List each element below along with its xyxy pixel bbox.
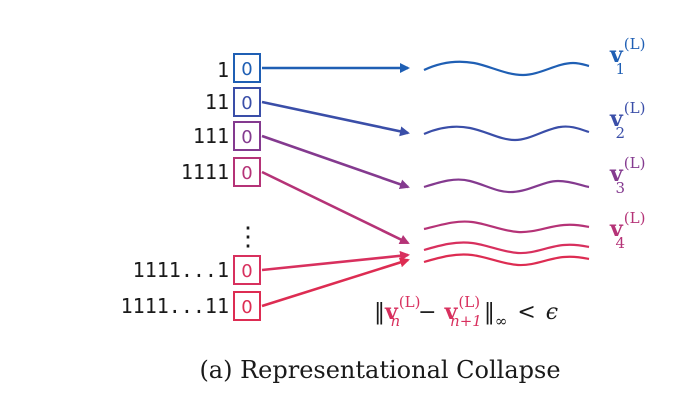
mapping-arrows xyxy=(261,63,410,308)
arrow xyxy=(261,170,410,245)
sequence-label: 1111 xyxy=(181,160,229,184)
vector-labels: v(L)1 v(L)2 v(L)3 v(L)4 xyxy=(609,35,645,252)
sequence-label: 111 xyxy=(193,124,229,148)
sequence-label: 1111...1 xyxy=(133,258,229,282)
arrow xyxy=(261,100,410,137)
token-cell-value: 0 xyxy=(241,127,252,148)
token-cell-value: 0 xyxy=(241,93,252,114)
token-cell-box xyxy=(233,157,261,187)
wave xyxy=(423,241,590,255)
token-cell-value: 0 xyxy=(241,59,252,80)
token-cell-value: 0 xyxy=(241,261,252,282)
token-cell-value: 0 xyxy=(241,163,252,184)
arrow xyxy=(261,134,410,190)
token-cell-value: 0 xyxy=(241,297,252,318)
token-cells: 0 0 0 0 0 0 xyxy=(233,53,261,321)
vector-label-3: v(L)3 xyxy=(609,154,645,197)
vector-label-1: v(L)1 xyxy=(609,35,645,78)
wave xyxy=(423,125,590,142)
wave xyxy=(423,60,590,77)
token-cell-box xyxy=(233,255,261,285)
ellipsis: ⋮ xyxy=(235,222,261,252)
token-cell-box xyxy=(233,121,261,151)
token-cell-box xyxy=(233,291,261,321)
representation-waves xyxy=(423,60,590,267)
token-cell-box xyxy=(233,87,261,117)
wave xyxy=(423,220,590,234)
token-cell-box xyxy=(233,53,261,83)
input-sequences: 1 11 111 1111 1111...1 1111...11 ⋮ xyxy=(121,58,261,318)
sequence-label: 11 xyxy=(205,90,229,114)
wave xyxy=(423,178,590,194)
sequence-label: 1111...11 xyxy=(121,294,229,318)
wave xyxy=(423,253,590,267)
sequence-label: 1 xyxy=(217,58,229,82)
vector-label-2: v(L)2 xyxy=(609,99,645,142)
vector-label-4: v(L)4 xyxy=(609,209,645,252)
arrow xyxy=(261,250,410,272)
figure-caption: (a) Representational Collapse xyxy=(199,356,560,384)
arrow xyxy=(261,257,410,308)
collapse-inequality: ‖v(L)n−v(L)n+1‖∞<ϵ xyxy=(374,293,558,330)
